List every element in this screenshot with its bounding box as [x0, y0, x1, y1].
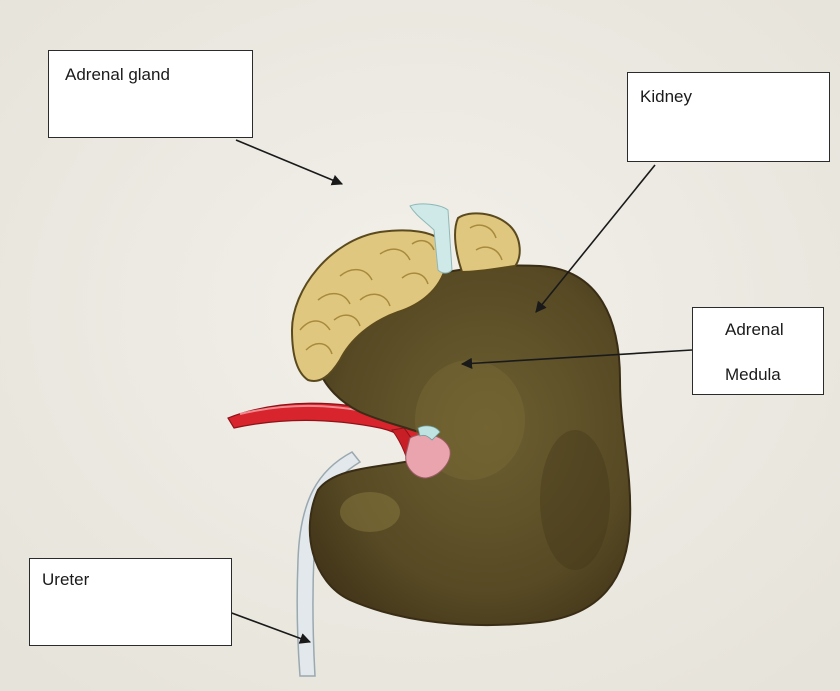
- adrenal-medula-label-line2: Medula: [725, 365, 781, 385]
- adrenal-medula-label-line1: Adrenal: [725, 320, 784, 340]
- ureter-label-box: Ureter: [29, 558, 232, 646]
- kidney-highlight-lower: [340, 492, 400, 532]
- ureter-label: Ureter: [42, 570, 89, 590]
- adrenal-gland-label: Adrenal gland: [65, 65, 170, 85]
- kidney-shadow: [540, 430, 610, 570]
- adrenal-gland-label-box: Adrenal gland: [48, 50, 253, 138]
- kidney-label: Kidney: [640, 87, 692, 107]
- kidney-label-box: Kidney: [627, 72, 830, 162]
- adrenal-medula-label-box: Adrenal Medula: [692, 307, 824, 395]
